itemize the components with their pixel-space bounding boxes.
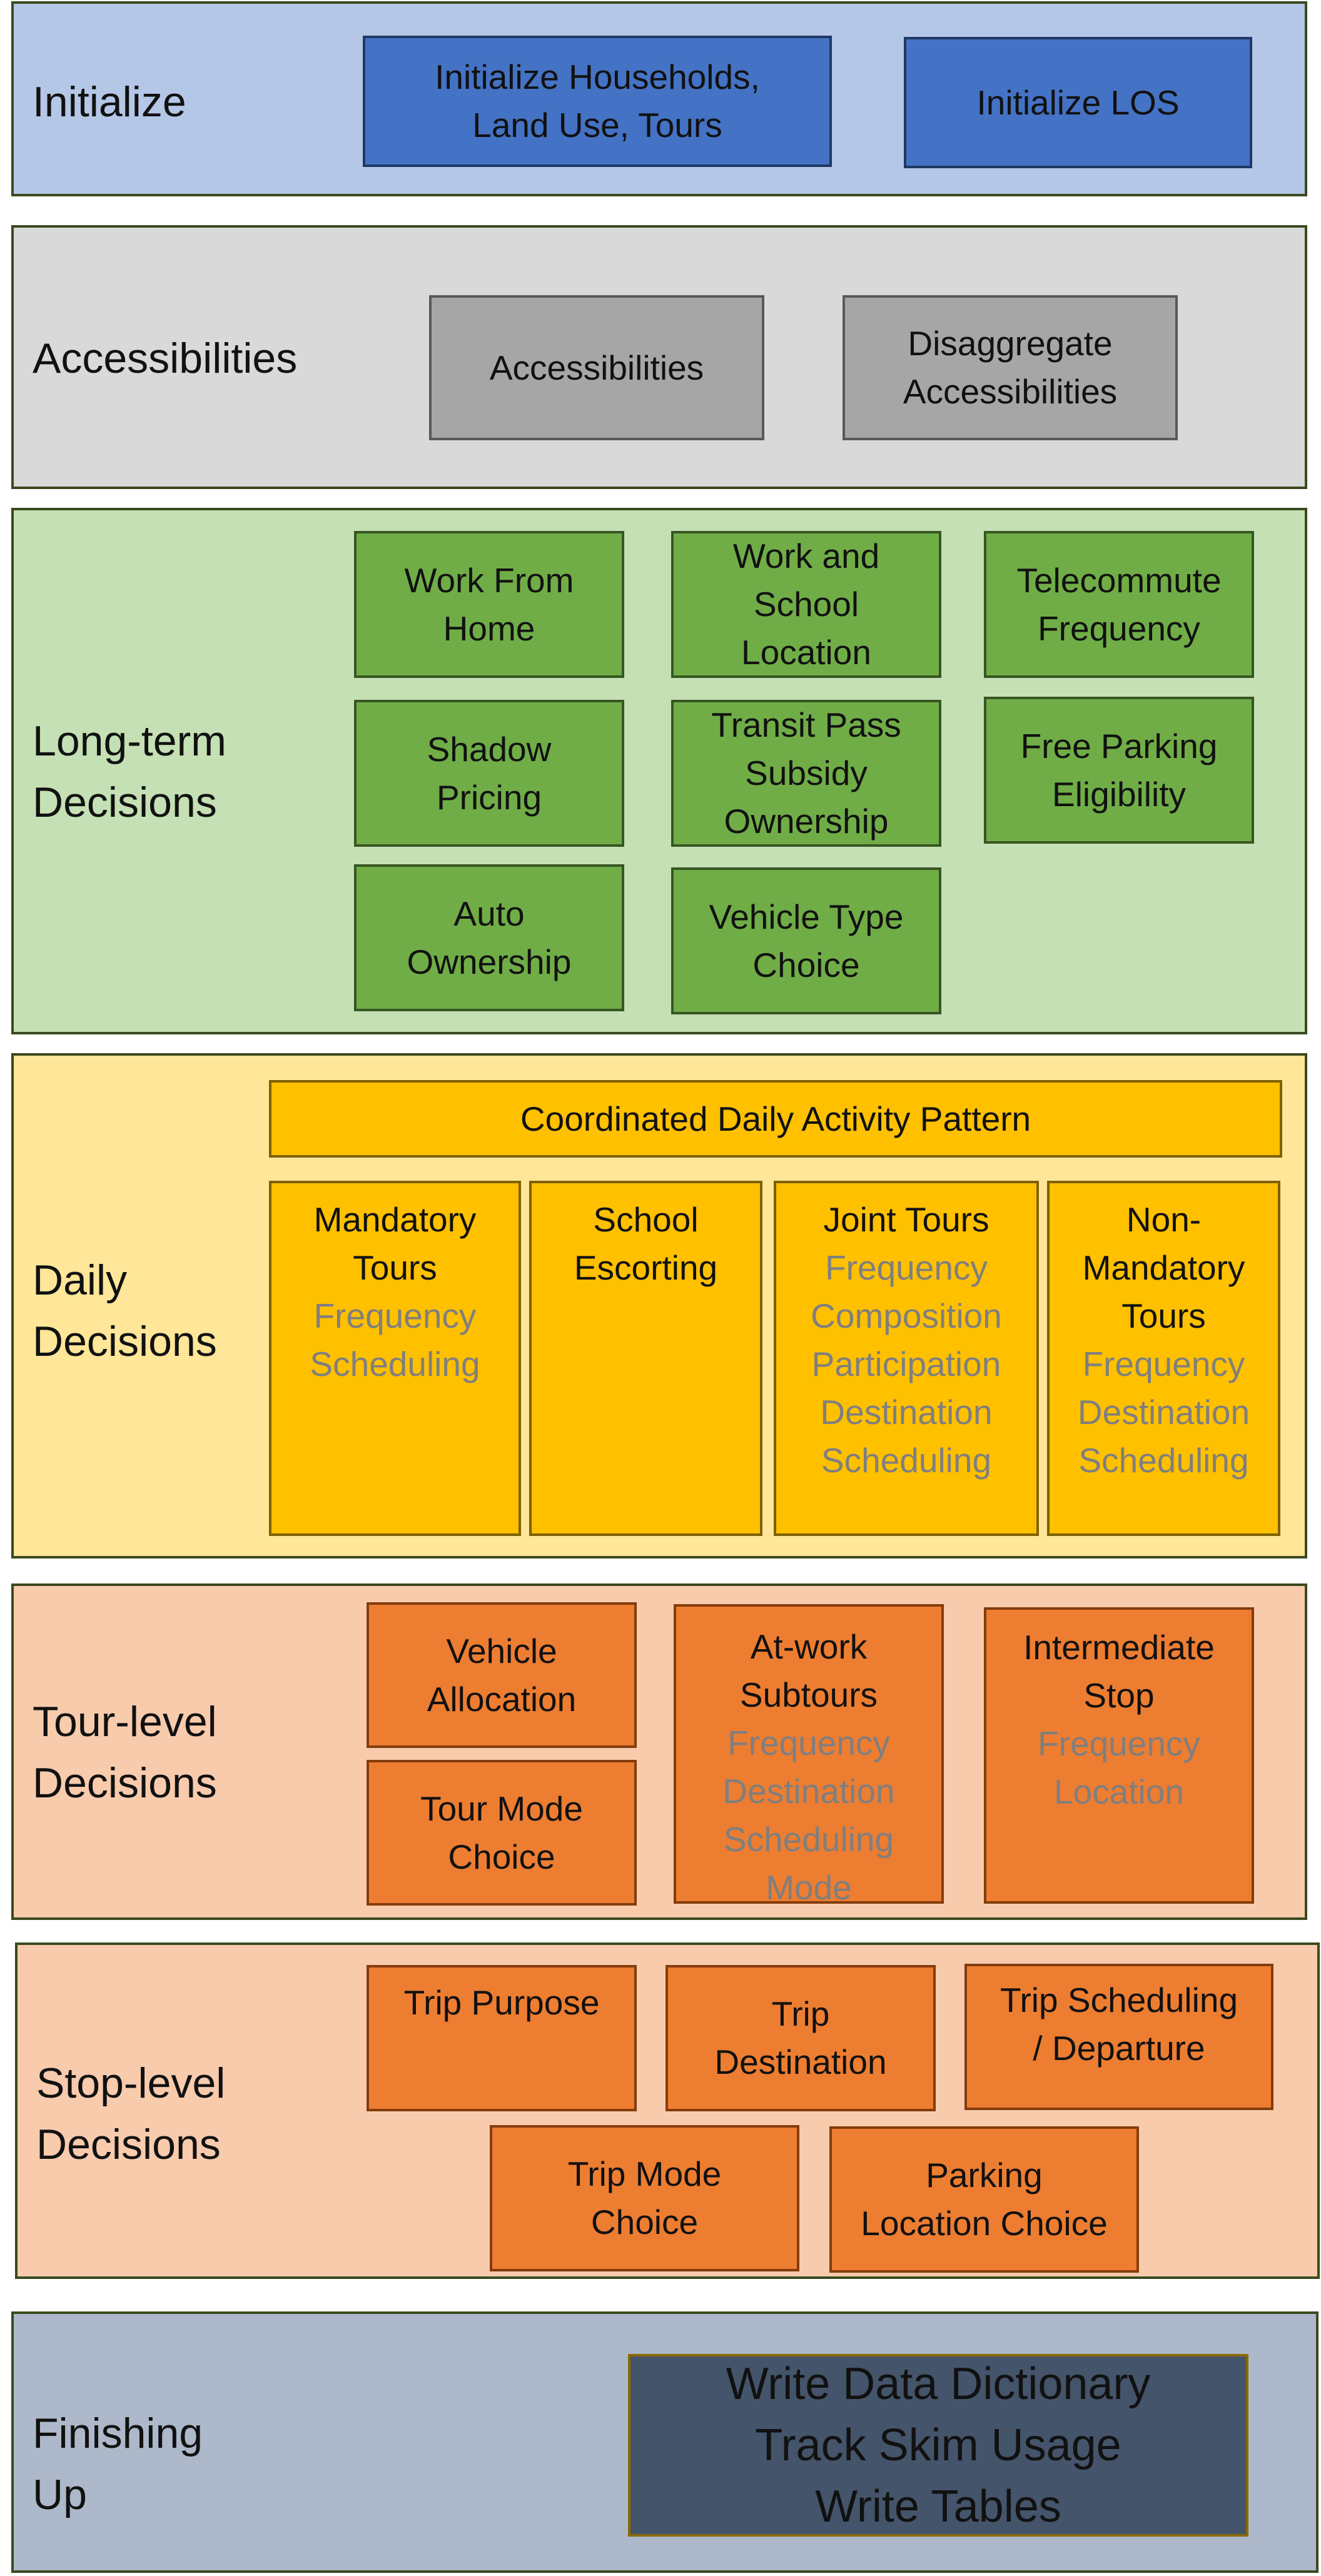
section-label-stop: Stop-level Decisions <box>36 2059 226 2168</box>
box-work-school-location: Work and School Location <box>671 531 941 678</box>
box-initialize-los: Initialize LOS <box>904 37 1252 168</box>
box-trip-purpose: Trip Purpose <box>367 1965 637 2111</box>
box-trip-mode-choice: Trip Mode Choice <box>490 2125 799 2271</box>
box-non-mandatory-tours: Non- Mandatory Tours Frequency Destinati… <box>1047 1181 1280 1536</box>
box-telecommute-frequency: Telecommute Frequency <box>984 531 1254 678</box>
section-label-finishing: Finishing Up <box>33 2410 203 2518</box>
box-transit-pass: Transit Pass Subsidy Ownership <box>671 700 941 847</box>
box-trip-scheduling: Trip Scheduling / Departure <box>964 1964 1273 2110</box>
box-intermediate-stop: Intermediate Stop Frequency Location <box>984 1607 1254 1904</box>
section-initialize: Initialize Initialize Households, Land U… <box>11 1 1307 196</box>
box-trip-destination: Trip Destination <box>666 1965 936 2111</box>
section-longterm: Long-term Decisions Work From Home Work … <box>11 508 1307 1034</box>
box-vehicle-type-choice: Vehicle Type Choice <box>671 867 941 1014</box>
box-at-work-subtours: At-work Subtours Frequency Destination S… <box>674 1604 944 1904</box>
box-disaggregate-accessibilities: Disaggregate Accessibilities <box>843 295 1178 440</box>
box-free-parking: Free Parking Eligibility <box>984 697 1254 844</box>
section-label-daily: Daily Decisions <box>33 1256 217 1365</box>
section-label-tour: Tour-level Decisions <box>33 1698 217 1807</box>
section-accessibilities: Accessibilities Accessibilities Disaggre… <box>11 225 1307 489</box>
box-initialize-households: Initialize Households, Land Use, Tours <box>363 36 832 167</box>
box-cdap: Coordinated Daily Activity Pattern <box>269 1080 1282 1158</box>
section-label-initialize: Initialize <box>33 78 186 126</box>
section-daily: Daily Decisions Coordinated Daily Activi… <box>11 1053 1307 1558</box>
box-work-from-home: Work From Home <box>354 531 624 678</box>
box-auto-ownership: Auto Ownership <box>354 864 624 1011</box>
box-school-escorting: School Escorting <box>529 1181 762 1536</box>
section-stop: Stop-level Decisions Trip Purpose Trip D… <box>15 1942 1320 2279</box>
section-label-accessibilities: Accessibilities <box>33 335 298 382</box>
box-accessibilities: Accessibilities <box>429 295 764 440</box>
section-finishing: Finishing Up Write Data Dictionary Track… <box>11 2311 1318 2573</box>
box-joint-tours: Joint Tours Frequency Composition Partic… <box>774 1181 1039 1536</box>
box-vehicle-allocation: Vehicle Allocation <box>367 1602 637 1748</box>
box-tour-mode-choice: Tour Mode Choice <box>367 1760 637 1906</box>
section-tour: Tour-level Decisions Vehicle Allocation … <box>11 1583 1307 1920</box>
section-label-longterm: Long-term Decisions <box>33 717 226 826</box>
box-shadow-pricing: Shadow Pricing <box>354 700 624 847</box>
box-mandatory-tours: Mandatory Tours Frequency Scheduling <box>269 1181 521 1536</box>
box-parking-location: Parking Location Choice <box>829 2126 1139 2273</box>
box-write-outputs: Write Data Dictionary Track Skim Usage W… <box>628 2354 1248 2537</box>
